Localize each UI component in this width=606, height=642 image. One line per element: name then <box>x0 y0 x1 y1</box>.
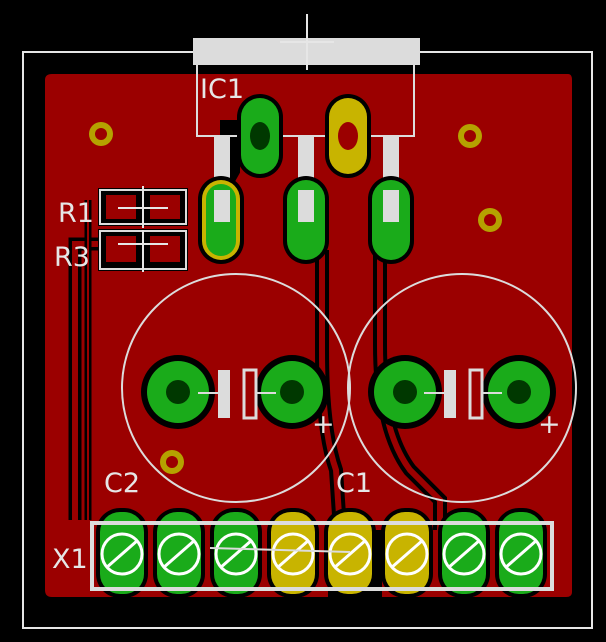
c1-label: C1 <box>336 468 372 499</box>
ic1-regulator[interactable]: IC1 <box>193 14 420 264</box>
c1-plus-mark: + <box>538 409 561 440</box>
c2-pad-negative[interactable] <box>141 355 215 429</box>
r3-resistor[interactable]: R3 <box>54 229 188 273</box>
r3-label: R3 <box>54 242 90 273</box>
copper-traces <box>72 190 443 531</box>
ic1-pad-1[interactable] <box>237 94 283 178</box>
vias <box>89 122 502 474</box>
x1-pad-4[interactable] <box>267 508 319 598</box>
x1-pad-5[interactable] <box>324 508 376 598</box>
x1-pad-3[interactable] <box>210 508 262 598</box>
c1-pad-positive[interactable] <box>482 355 556 429</box>
ic1-label: IC1 <box>200 74 244 105</box>
x1-pad-1[interactable] <box>96 508 148 598</box>
c2-label: C2 <box>104 468 140 499</box>
ic1-pad-b[interactable] <box>283 176 329 264</box>
x1-pad-7[interactable] <box>438 508 490 598</box>
c2-plus-mark: + <box>312 409 335 440</box>
c2-pad-positive[interactable] <box>255 355 329 429</box>
x1-silkscreen-line <box>209 547 351 553</box>
x1-pad-6[interactable] <box>381 508 433 598</box>
x1-pad-2[interactable] <box>153 508 205 598</box>
x1-terminal-block[interactable]: X1 <box>52 508 554 598</box>
ic1-pad-3[interactable] <box>325 94 371 178</box>
ic1-pad-a[interactable] <box>198 176 244 264</box>
x1-pad-8[interactable] <box>495 508 547 598</box>
x1-outline <box>90 521 554 591</box>
r1-resistor[interactable]: R1 <box>58 186 188 229</box>
ic1-pad-c[interactable] <box>368 176 414 264</box>
c1-capacitor[interactable]: + C1 <box>336 273 577 503</box>
x1-label: X1 <box>52 544 88 575</box>
c2-capacitor[interactable]: + C2 <box>104 273 351 503</box>
c1-pad-negative[interactable] <box>368 355 442 429</box>
r1-label: R1 <box>58 198 94 229</box>
